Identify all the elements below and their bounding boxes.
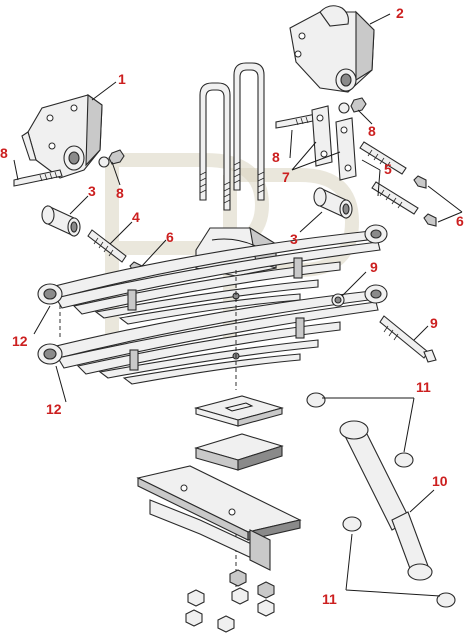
- shackle-plate-left: [311, 105, 333, 167]
- callout-5: 5: [384, 161, 392, 177]
- callout-11-lower: 11: [322, 591, 337, 607]
- front-hanger-bracket: [21, 93, 103, 179]
- leader-lines: [13, 13, 463, 597]
- callout-8-shackle: 8: [272, 149, 280, 165]
- leaf-spring-lower: [37, 284, 388, 385]
- u-bolt-right: [233, 62, 265, 201]
- spring-pin-upper: [359, 141, 427, 189]
- washer-nut-right: [338, 97, 367, 114]
- hanger-bolt-left: [13, 169, 63, 187]
- callout-3-left: 3: [88, 183, 96, 199]
- spring-shim-plate: [193, 395, 284, 427]
- spring-eye-washer: [331, 293, 345, 307]
- callout-10: 10: [432, 473, 448, 489]
- through-bolt: [379, 315, 437, 363]
- shock-absorber: [339, 420, 433, 581]
- callout-1: 1: [118, 71, 126, 87]
- callout-8-left: 8: [0, 145, 8, 161]
- callout-8-right: 8: [368, 123, 376, 139]
- bushing-left: [41, 205, 81, 237]
- callout-12-lower: 12: [46, 401, 62, 417]
- callout-labels: 1 2 8 8 8 8 7 5 6 3 4 6 3 9 9 12 12 11 1…: [0, 5, 464, 607]
- axle-seat-pad: [194, 433, 284, 471]
- callout-6-left: 6: [166, 229, 174, 245]
- callout-9-upper: 9: [370, 259, 378, 275]
- callout-12-upper: 12: [12, 333, 28, 349]
- spring-pin-lower: [371, 181, 437, 227]
- axle-seat-bracket: [136, 465, 302, 571]
- callout-2: 2: [396, 5, 404, 21]
- shock-bushings: [306, 392, 456, 608]
- bushing-right: [313, 187, 353, 219]
- callout-6-right: 6: [456, 213, 464, 229]
- callout-11-upper: 11: [416, 379, 431, 395]
- u-bolt-left: [199, 82, 231, 211]
- leaf-spring-upper: [37, 224, 388, 325]
- threaded-spring-pin: [87, 229, 127, 263]
- callout-7: 7: [282, 169, 290, 185]
- callout-3-right: 3: [290, 231, 298, 247]
- shackle-plate-right: [335, 117, 357, 181]
- callout-9-lower: 9: [430, 315, 438, 331]
- washer-nut-left: [98, 149, 125, 168]
- shackle-bolt: [275, 113, 319, 129]
- u-bolt-nuts: [185, 569, 275, 633]
- rear-hanger-bracket: [289, 5, 375, 93]
- callout-8-mid: 8: [116, 185, 124, 201]
- callout-4: 4: [132, 209, 140, 225]
